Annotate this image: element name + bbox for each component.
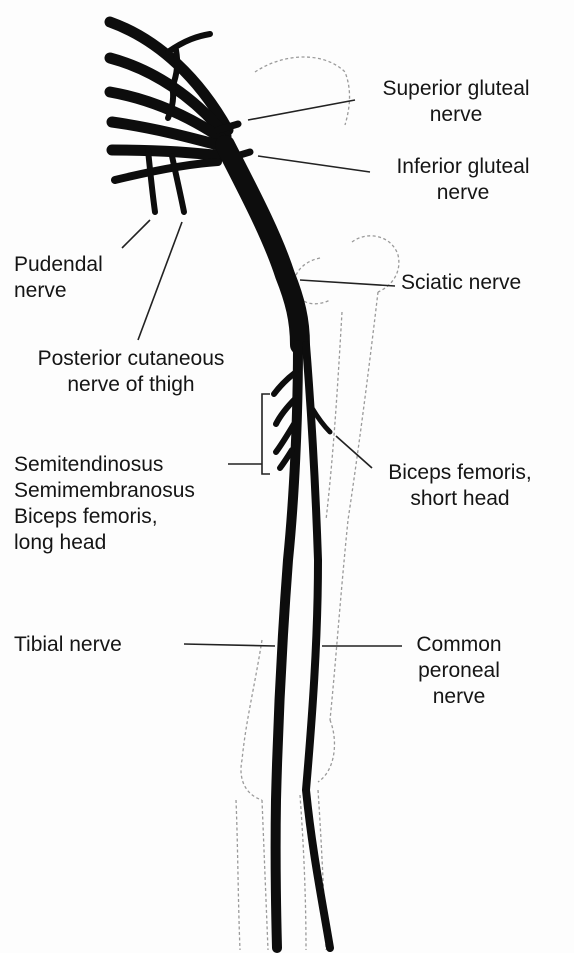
common-peroneal-nerve-label: Common peroneal nerve xyxy=(404,632,514,710)
pelvis-outline xyxy=(255,57,350,125)
leader-inferior-gluteal xyxy=(258,156,370,172)
tibia-medial xyxy=(236,800,240,950)
leader-pudendal xyxy=(122,220,150,248)
medial-knee-outline xyxy=(241,640,262,800)
superior-gluteal-nerve-label: Superior gluteal nerve xyxy=(358,76,554,128)
leader-posterior-cutaneous xyxy=(138,222,182,340)
root-spur-3 xyxy=(168,86,173,118)
posterior-cutaneous-nerve-label: Posterior cutaneous nerve of thigh xyxy=(12,346,250,398)
inferior-gluteal-nerve-label: Inferior gluteal nerve xyxy=(370,154,556,206)
pudendal-nerve-label: Pudendal nerve xyxy=(14,252,103,304)
sciatic-trunk xyxy=(225,145,300,345)
biceps-femoris-short-head-label: Biceps femoris, short head xyxy=(374,460,546,512)
tibial-nerve-label: Tibial nerve xyxy=(14,632,122,658)
muscle-group-label: Semitendinosus Semimembranosus Biceps fe… xyxy=(14,452,195,556)
femur-shaft-medial xyxy=(326,312,342,520)
tibia-lateral xyxy=(262,800,268,950)
femur-condyle-outline xyxy=(318,720,334,782)
plexus-root-6 xyxy=(115,162,218,180)
sciatic-nerve-label: Sciatic nerve xyxy=(401,270,521,296)
leader-sciatic xyxy=(300,280,395,286)
pudendal-branch xyxy=(148,150,155,212)
fibula-left xyxy=(300,795,306,950)
plexus-root-5 xyxy=(112,150,222,156)
femur-shaft-lateral xyxy=(330,292,378,720)
leader-tibial xyxy=(184,644,275,646)
muscle-group-bracket xyxy=(262,394,270,474)
leader-biceps-short-head xyxy=(336,436,372,468)
leader-superior-gluteal xyxy=(248,100,355,120)
